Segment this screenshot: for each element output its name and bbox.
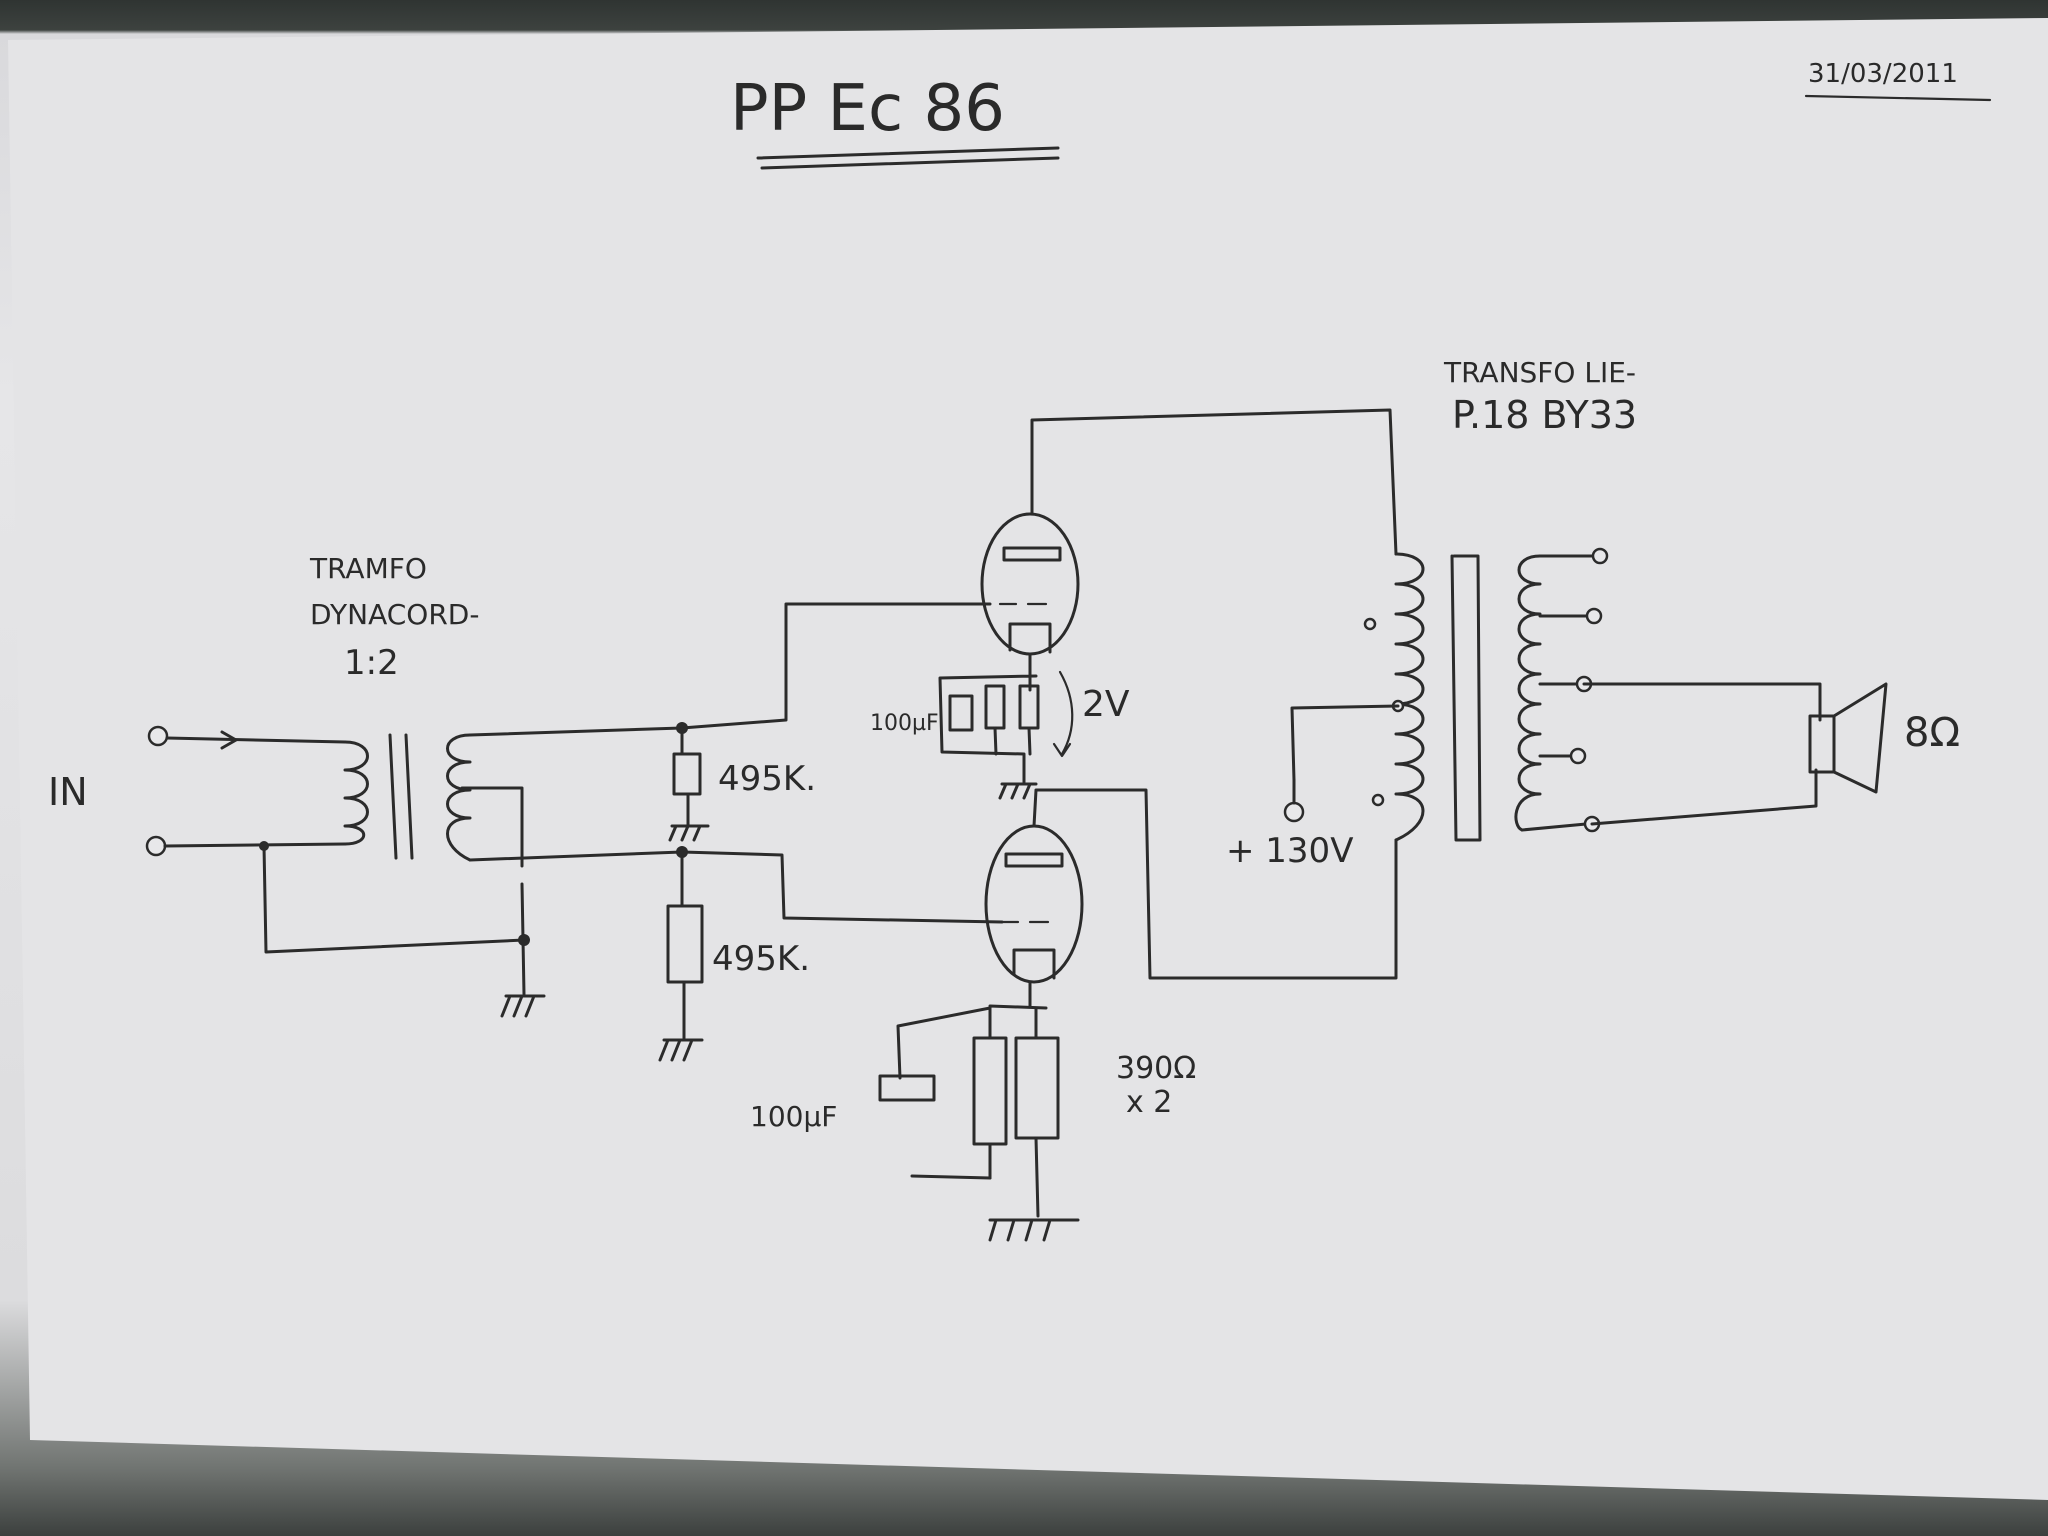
grid-resistor-bottom-label: 495K. xyxy=(712,939,810,979)
input-terminal-ground xyxy=(145,835,167,857)
input-secondary-top-wire xyxy=(468,726,684,737)
tube-lower-plate-wire xyxy=(1032,788,1398,980)
secondary-tap-2 xyxy=(1585,607,1603,625)
cap-top-label: 100µF xyxy=(870,711,939,736)
secondary-tap-1 xyxy=(1591,547,1609,565)
date: 31/03/2011 xyxy=(1808,59,1958,89)
cap-bottom-label: 100µF xyxy=(750,1100,837,1133)
input-transformer-label-1: TRAMFO xyxy=(309,552,427,585)
cathode-resistor-label-1: 390Ω xyxy=(1116,1051,1196,1086)
tube-upper-plate xyxy=(1002,546,1062,562)
grid-resistor-top-ground xyxy=(668,824,710,842)
output-transformer-label-2: P.18 BY33 xyxy=(1452,393,1637,437)
output-transformer-secondary xyxy=(1514,554,1542,832)
title-underline xyxy=(756,146,1060,170)
grid-resistor-top-label: 495K. xyxy=(718,759,816,799)
cathode-resistor-label-2: x 2 xyxy=(1126,1085,1172,1120)
primary-tap-1 xyxy=(1363,617,1377,631)
secondary-tap-4 xyxy=(1569,747,1587,765)
speaker-label: 8Ω xyxy=(1904,710,1960,756)
input-transformer-ratio: 1:2 xyxy=(344,643,399,683)
supply-terminal xyxy=(1283,801,1305,823)
input-terminal-hot xyxy=(147,725,169,747)
output-transformer-core xyxy=(1450,554,1482,842)
date-underline xyxy=(1804,94,1992,102)
supply-wire xyxy=(1290,704,1400,782)
input-label: IN xyxy=(48,770,88,814)
input-arrow xyxy=(220,730,238,750)
paper-sheet xyxy=(8,18,2048,1500)
speaker-wire-top xyxy=(1582,682,1822,722)
tube-upper-cathode xyxy=(1008,622,1052,654)
tube-upper-plate-wire xyxy=(1030,408,1398,556)
input-transformer-core xyxy=(388,733,414,860)
input-ground xyxy=(500,994,546,1018)
input-ground-return xyxy=(262,844,526,954)
tube-lower-cathode xyxy=(1012,948,1056,980)
input-transformer-primary xyxy=(343,740,369,846)
tube-upper-cathode-network xyxy=(938,652,1038,784)
grid-top-wire xyxy=(680,602,992,730)
bias-voltage-label: 2V xyxy=(1082,684,1130,725)
cap-top xyxy=(948,694,974,732)
output-transformer-label-1: TRANSFO LIE- xyxy=(1443,356,1636,389)
speaker-cone xyxy=(1832,682,1888,794)
cathode-top-ground xyxy=(998,782,1038,800)
tube-lower-cathode-network xyxy=(896,980,1048,1180)
cap-bottom xyxy=(878,1074,936,1102)
input-transformer-label-2: DYNACORD- xyxy=(310,598,479,631)
primary-tap-2 xyxy=(1371,793,1385,807)
tube-lower-plate xyxy=(1004,852,1064,868)
supply-label: + 130V xyxy=(1226,831,1353,871)
speaker-magnet xyxy=(1808,714,1836,774)
input-wire-ground xyxy=(163,842,347,848)
title: PP Ec 86 xyxy=(730,72,1005,146)
input-transformer-secondary xyxy=(446,733,472,862)
speaker-wire-bottom xyxy=(1590,768,1818,826)
output-transformer-primary xyxy=(1394,552,1425,842)
cathode-bottom-ground xyxy=(988,1218,1080,1242)
input-secondary-bottom-wire xyxy=(468,850,684,862)
grid-resistor-bottom-ground xyxy=(658,1038,704,1062)
input-wire-hot xyxy=(165,736,347,744)
grid-bottom-wire xyxy=(680,850,1004,924)
bias-arrow xyxy=(1052,670,1074,758)
